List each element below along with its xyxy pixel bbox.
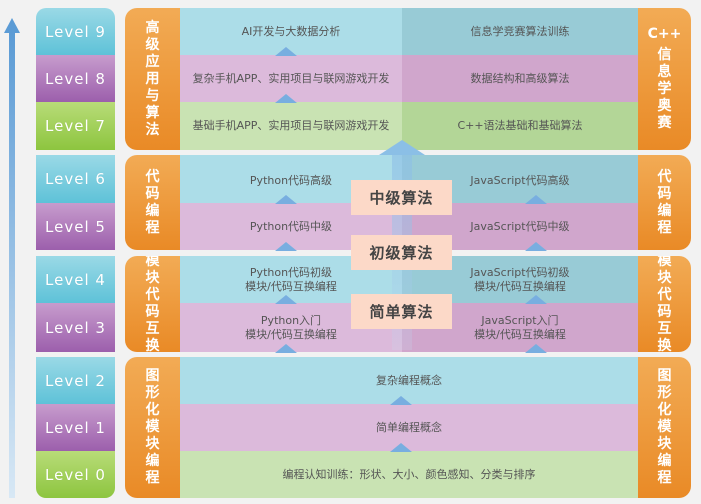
stage-label-right: 模块代码互换 (638, 256, 691, 352)
cell: 复杂编程概念 (376, 373, 442, 387)
row-level-8: 复杂手机APP、实用项目与联网游戏开发 数据结构和高级算法 (180, 55, 638, 102)
stage-graphical: 复杂编程概念 简单编程概念 编程认知训练：形状、大小、颜色感知、分类与排序 图形… (125, 357, 691, 498)
stage-label-right: 图形化模块编程 (638, 357, 691, 498)
level-3: Level 3 (36, 303, 115, 352)
up-arrow-icon (525, 242, 547, 251)
cell: 编程认知训练：形状、大小、颜色感知、分类与排序 (282, 467, 536, 481)
cell: C++语法基础和基础算法 (402, 102, 638, 150)
level-8: Level 8 (36, 55, 115, 102)
up-arrow-icon (275, 242, 297, 251)
up-arrow-icon (275, 47, 297, 56)
up-arrow-icon (525, 344, 547, 353)
cell: 基础手机APP、实用项目与联网游戏开发 (180, 102, 402, 150)
algo-beginner: 初级算法 (351, 235, 452, 270)
level-5: Level 5 (36, 203, 115, 250)
row-level-9: AI开发与大数据分析 信息学竞赛算法训练 (180, 8, 638, 55)
level-4: Level 4 (36, 256, 115, 303)
cell: 复杂手机APP、实用项目与联网游戏开发 (180, 55, 402, 102)
up-arrow-icon (275, 94, 297, 103)
cell: 信息学竞赛算法训练 (402, 8, 638, 55)
stage-label-right: 代码编程 (638, 155, 691, 250)
up-arrow-icon (390, 396, 412, 405)
up-arrow-icon (525, 295, 547, 304)
algo-intermediate: 中级算法 (351, 180, 452, 215)
row-level-0: 编程认知训练：形状、大小、颜色感知、分类与排序 (180, 451, 638, 498)
algo-simple: 简单算法 (351, 294, 452, 329)
level-9: Level 9 (36, 8, 115, 55)
up-arrow-icon (390, 443, 412, 452)
row-level-1: 简单编程概念 (180, 404, 638, 451)
level-0: Level 0 (36, 451, 115, 498)
stage-label-left: 高级应用与算法 (125, 8, 180, 150)
level-2: Level 2 (36, 357, 115, 404)
stage-label-right: C++信息学奥赛 (638, 8, 691, 150)
level-7: Level 7 (36, 102, 115, 150)
stage-label-left: 图形化模块编程 (125, 357, 180, 498)
level-6: Level 6 (36, 155, 115, 203)
stage-advanced: AI开发与大数据分析 信息学竞赛算法训练 复杂手机APP、实用项目与联网游戏开发… (125, 8, 691, 150)
row-level-7: 基础手机APP、实用项目与联网游戏开发 C++语法基础和基础算法 (180, 102, 638, 150)
cell: 简单编程概念 (376, 420, 442, 434)
up-arrow-icon (525, 195, 547, 204)
cell: 数据结构和高级算法 (402, 55, 638, 102)
level-1: Level 1 (36, 404, 115, 451)
stage-label-left: 代码编程 (125, 155, 180, 250)
up-arrow-icon (275, 195, 297, 204)
up-arrow-icon (275, 295, 297, 304)
up-arrow-icon (275, 344, 297, 353)
progress-arrow-icon (4, 18, 20, 500)
stage-label-left: 模块代码互换 (125, 256, 180, 352)
